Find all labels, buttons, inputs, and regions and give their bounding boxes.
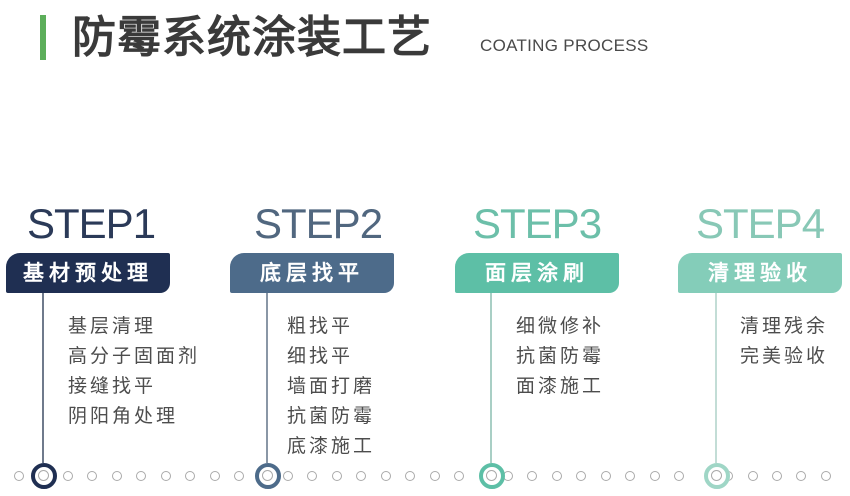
timeline-dot: [136, 471, 147, 481]
timeline-marker-step-3: [479, 463, 505, 489]
list-item: 高分子固面剂: [68, 345, 201, 367]
step-2-items: 粗找平 细找平 墙面打磨 抗菌防霉 底漆施工: [287, 311, 375, 461]
page-subtitle: COATING PROCESS: [480, 36, 649, 55]
timeline-dot: [796, 471, 807, 481]
timeline-dot: [307, 471, 318, 481]
timeline-dot: [282, 471, 293, 481]
list-item: 基层清理: [68, 315, 157, 337]
list-item: 墙面打磨: [287, 375, 376, 397]
step-1-items: 基层清理 高分子固面剂 接缝找平 阴阳角处理: [68, 311, 200, 431]
timeline-dot: [454, 471, 465, 481]
timeline-dot: [185, 471, 196, 481]
step-2-badge: 底层找平: [230, 253, 394, 293]
timeline-dot: [111, 471, 122, 481]
timeline-dot: [87, 471, 98, 481]
step-2-label: STEP2: [254, 200, 383, 247]
timeline-dot: [527, 471, 538, 481]
step-4-connector: [715, 293, 717, 463]
timeline-dot: [234, 471, 245, 481]
step-1-connector: [42, 293, 44, 463]
timeline-dot: [771, 471, 782, 481]
timeline-marker-step-4: [704, 463, 730, 489]
timeline-dot: [649, 471, 660, 481]
step-3-badge: 面层涂刷: [455, 253, 619, 293]
timeline-dot: [209, 471, 220, 481]
list-item: 底漆施工: [287, 435, 376, 457]
step-1-badge: 基材预处理: [6, 253, 170, 293]
timeline-dot: [600, 471, 611, 481]
timeline-dot: [551, 471, 562, 481]
step-4-items: 清理残余 完美验收: [740, 311, 828, 371]
list-item: 细微修补: [516, 315, 605, 337]
step-4-label: STEP4: [696, 200, 825, 247]
step-2-connector: [266, 293, 268, 463]
timeline-dot: [747, 471, 758, 481]
list-item: 抗菌防霉: [287, 405, 376, 427]
accent-bar: [40, 15, 46, 60]
step-3-items: 细微修补 抗菌防霉 面漆施工: [516, 311, 604, 401]
page-title: 防霉系统涂装工艺: [72, 12, 432, 63]
timeline-dot: [429, 471, 440, 481]
timeline-dot: [625, 471, 636, 481]
timeline-dot: [380, 471, 391, 481]
timeline-dot: [674, 471, 685, 481]
list-item: 抗菌防霉: [516, 345, 605, 367]
list-item: 接缝找平: [68, 375, 157, 397]
timeline-dot: [576, 471, 587, 481]
list-item: 完美验收: [740, 345, 829, 367]
timeline-dot: [331, 471, 342, 481]
timeline-dot: [14, 471, 24, 481]
timeline-dot: [820, 471, 831, 481]
list-item: 面漆施工: [516, 375, 605, 397]
step-3-connector: [490, 293, 492, 463]
timeline-marker-step-2: [255, 463, 281, 489]
timeline-marker-step-1: [31, 463, 57, 489]
timeline-dot: [160, 471, 171, 481]
timeline-dot: [405, 471, 416, 481]
list-item: 粗找平: [287, 315, 354, 337]
timeline-dot: [62, 471, 73, 481]
list-item: 阴阳角处理: [68, 405, 179, 427]
timeline-dot: [356, 471, 367, 481]
step-4-badge: 清理验收: [678, 253, 842, 293]
step-1-label: STEP1: [27, 200, 156, 247]
step-3-label: STEP3: [473, 200, 602, 247]
list-item: 细找平: [287, 345, 354, 367]
list-item: 清理残余: [740, 315, 829, 337]
